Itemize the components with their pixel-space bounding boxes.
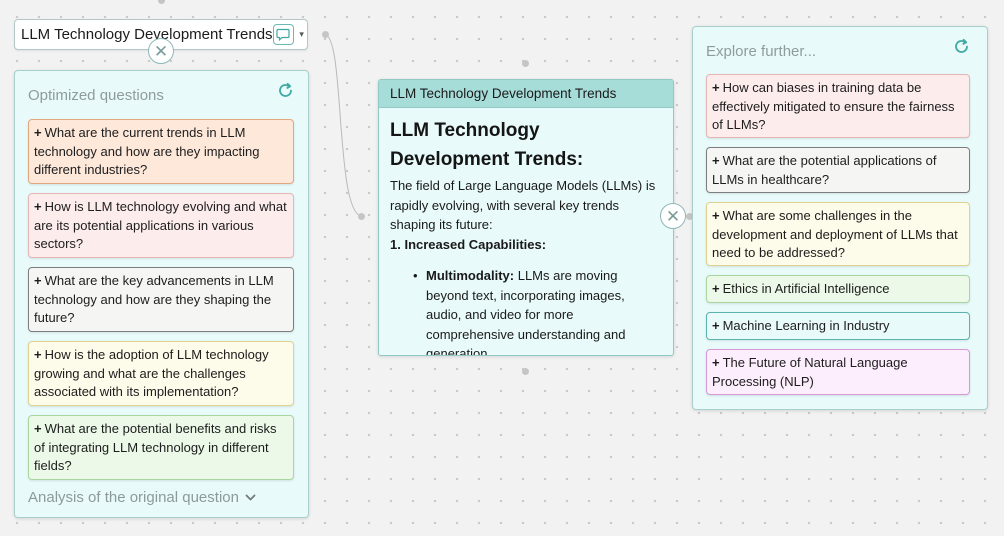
question-text: How can biases in training data be effec…	[712, 80, 955, 132]
explore-question-card[interactable]: +How can biases in training data be effe…	[706, 74, 970, 138]
answer-intro: The field of Large Language Models (LLMs…	[390, 178, 656, 232]
close-icon: ✕	[153, 41, 169, 61]
question-text: What are the potential applications of L…	[712, 153, 937, 187]
question-text: How is the adoption of LLM technology gr…	[34, 347, 269, 399]
optimized-question-card[interactable]: +What are the key advancements in LLM te…	[28, 267, 294, 332]
topic-text: The Future of Natural Language Processin…	[712, 355, 908, 389]
answer-header: LLM Technology Development Trends	[379, 80, 673, 108]
optimized-question-card[interactable]: +What are the current trends in LLM tech…	[28, 119, 294, 184]
dropdown-caret-button[interactable]: ▾	[299, 29, 304, 39]
plus-icon: +	[34, 347, 42, 362]
plus-icon: +	[34, 125, 42, 140]
topic-text: Machine Learning in Industry	[722, 318, 890, 333]
anchor-dot	[358, 213, 365, 220]
query-title: LLM Technology Development Trends	[21, 26, 273, 43]
anchor-dot	[322, 31, 329, 38]
anchor-dot	[522, 60, 529, 67]
question-text: What are the potential benefits and risk…	[34, 421, 277, 473]
anchor-dot	[522, 368, 529, 375]
plus-icon: +	[34, 199, 42, 214]
explore-topic-card[interactable]: +Machine Learning in Industry	[706, 312, 970, 340]
question-text: What are some challenges in the developm…	[712, 208, 958, 260]
answer-bullet: • Multimodality: LLMs are moving beyond …	[413, 266, 662, 356]
answer-section-title: 1. Increased Capabilities:	[390, 236, 547, 252]
question-text: How is LLM technology evolving and what …	[34, 199, 287, 251]
explore-topic-card[interactable]: +The Future of Natural Language Processi…	[706, 349, 970, 395]
bullet-text: LLMs are moving beyond text, incorporati…	[426, 268, 626, 356]
comment-icon	[276, 28, 290, 41]
plus-icon: +	[712, 355, 720, 370]
anchor-dot	[686, 213, 693, 220]
panel-header: Explore further...	[706, 38, 970, 60]
explore-further-panel: Explore further... +How can biases in tr…	[692, 26, 988, 410]
plus-icon: +	[712, 318, 720, 333]
explore-question-card[interactable]: +What are some challenges in the develop…	[706, 202, 970, 266]
plus-icon: +	[712, 208, 720, 223]
question-text: What are the key advancements in LLM tec…	[34, 273, 274, 325]
panel-title: Optimized questions	[28, 87, 164, 104]
optimized-questions-panel: Optimized questions +What are the curren…	[14, 70, 309, 518]
optimized-question-card[interactable]: +How is the adoption of LLM technology g…	[28, 341, 294, 406]
close-right-panel-button[interactable]: ✕	[660, 203, 686, 229]
explore-topic-card[interactable]: +Ethics in Artificial Intelligence	[706, 275, 970, 303]
analysis-label: Analysis of the original question	[28, 489, 239, 506]
plus-icon: +	[712, 153, 720, 168]
close-icon: ✕	[665, 206, 681, 226]
optimized-question-card[interactable]: +What are the potential benefits and ris…	[28, 415, 294, 480]
answer-heading: LLM Technology Development Trends:	[390, 120, 584, 170]
plus-icon: +	[712, 281, 720, 296]
analysis-toggle[interactable]: Analysis of the original question	[28, 489, 294, 506]
close-left-panel-button[interactable]: ✕	[148, 38, 174, 64]
bullet-marker: •	[413, 268, 418, 283]
chevron-down-icon	[245, 494, 256, 501]
panel-header: Optimized questions	[28, 82, 294, 104]
explore-question-card[interactable]: +What are the potential applications of …	[706, 147, 970, 193]
optimized-question-card[interactable]: +How is LLM technology evolving and what…	[28, 193, 294, 258]
bullet-term: Multimodality:	[426, 268, 515, 283]
comment-button[interactable]	[272, 24, 295, 45]
plus-icon: +	[34, 273, 42, 288]
plus-icon: +	[34, 421, 42, 436]
question-text: What are the current trends in LLM techn…	[34, 125, 260, 177]
answer-node[interactable]: LLM Technology Development Trends LLM Te…	[378, 79, 674, 356]
plus-icon: +	[712, 80, 720, 95]
refresh-icon[interactable]	[953, 38, 970, 60]
anchor-dot	[158, 0, 165, 4]
topic-text: Ethics in Artificial Intelligence	[722, 281, 890, 296]
refresh-icon[interactable]	[277, 82, 294, 104]
panel-title: Explore further...	[706, 43, 817, 60]
answer-bullet-list: • Multimodality: LLMs are moving beyond …	[390, 266, 662, 356]
answer-body: LLM Technology Development Trends: The f…	[379, 108, 673, 356]
